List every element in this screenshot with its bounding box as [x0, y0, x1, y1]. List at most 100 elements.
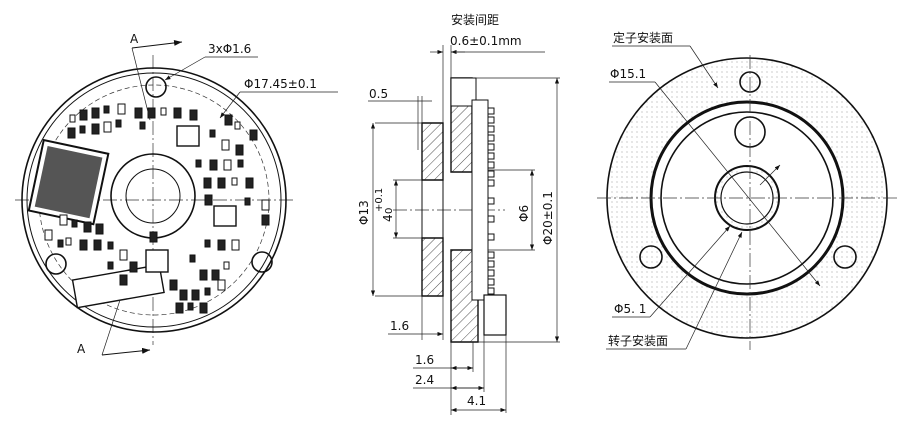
smd-component: [103, 105, 110, 114]
smd-component: [237, 159, 244, 168]
component-pins: [487, 107, 495, 295]
magnet-bore: [421, 179, 444, 239]
stator-view: 定子安装面 Φ15.1 Φ5. 1 转子安装面: [597, 30, 897, 350]
leader: [164, 56, 206, 81]
smd-component: [204, 239, 211, 248]
smd-component: [189, 109, 198, 121]
component-pin: [487, 197, 495, 205]
smd-component: [175, 302, 184, 314]
stator-label: 定子安装面: [613, 30, 673, 45]
smd-component: [224, 114, 233, 126]
smd-component: [189, 254, 196, 263]
smd-component: [134, 107, 143, 119]
smd-component: [149, 231, 158, 243]
component-pin: [487, 116, 495, 124]
connector: [71, 263, 165, 309]
component-pin: [487, 152, 495, 160]
section-arrow-bottom: [101, 347, 151, 356]
section-label-a-bottom: A: [77, 342, 86, 356]
smd-component: [91, 123, 100, 135]
smd-component: [119, 274, 128, 286]
smd-components: [44, 103, 270, 314]
smd-component: [244, 197, 251, 206]
section-view: 安装间距 0.6±0.1mm 0.5 Φ13 4 +0.1 0 Φ6 Φ20±0…: [357, 12, 560, 415]
mounting-hole: [251, 251, 273, 273]
dim-0-5: 0.5: [369, 87, 388, 101]
smd-component: [71, 219, 78, 228]
smd-component: [231, 239, 240, 251]
smd-component: [179, 289, 188, 301]
pcb-section: [471, 99, 489, 301]
smd-component: [231, 177, 238, 186]
smd-component: [249, 129, 258, 141]
leader: [685, 231, 743, 350]
component-pin: [487, 269, 495, 277]
sensor-chip: [145, 249, 169, 273]
smd-component: [79, 109, 88, 121]
smd-component: [160, 107, 167, 116]
dim-phi4-tol-upper: +0.1: [374, 188, 385, 212]
smd-component: [191, 289, 200, 301]
mounting-hole: [145, 76, 167, 98]
smd-component: [223, 159, 232, 171]
component-pin: [487, 233, 495, 241]
smd-component: [199, 269, 208, 281]
smd-component: [169, 279, 178, 291]
diameter-label: Φ17.45±0.1: [244, 77, 317, 91]
hub-inner: [125, 168, 181, 224]
magnet-lower: [421, 237, 444, 297]
smd-component: [57, 239, 64, 248]
smd-component: [217, 239, 226, 251]
smd-component: [95, 223, 104, 235]
smd-component: [234, 121, 241, 130]
dia-5-1: Φ5. 1: [614, 302, 646, 316]
smd-component: [139, 121, 146, 130]
dim-phi4: 4: [381, 214, 395, 222]
magnet-upper: [421, 122, 444, 181]
dim-phi20: Φ20±0.1: [541, 191, 555, 245]
smd-component: [69, 114, 76, 123]
smd-component: [209, 159, 218, 171]
smd-component: [107, 241, 114, 250]
smd-component: [217, 279, 226, 291]
smd-component: [217, 177, 226, 189]
smd-component: [245, 177, 254, 189]
smd-component: [79, 125, 86, 134]
smd-component: [223, 261, 230, 270]
gap-value: 0.6±0.1mm: [450, 34, 522, 48]
smd-component: [203, 177, 212, 189]
pcb-top-view: A A 3xΦ1.6 Φ17.45±0.1: [15, 32, 338, 356]
smd-component: [119, 249, 128, 261]
smd-component: [79, 239, 88, 251]
component-pin: [487, 278, 495, 286]
ic-chip: [27, 138, 110, 226]
component-pin: [487, 179, 495, 187]
smd-component: [209, 129, 216, 138]
component-pin: [487, 287, 495, 295]
pcb-edge-inner: [26, 72, 282, 328]
component-pin: [487, 143, 495, 151]
smd-component: [173, 107, 182, 119]
smd-component: [204, 194, 213, 206]
dim-1-6: 1.6: [415, 353, 434, 367]
smd-component: [235, 144, 244, 156]
smd-component: [211, 269, 220, 281]
smd-component: [261, 214, 270, 226]
holes-label: 3xΦ1.6: [208, 42, 251, 56]
smd-component: [129, 261, 138, 273]
component-pin: [487, 170, 495, 178]
dim-line: [759, 164, 781, 186]
smd-component: [261, 199, 270, 211]
smd-component: [204, 287, 211, 296]
smd-component: [221, 139, 230, 151]
component-pin: [487, 260, 495, 268]
mounting-hole: [833, 245, 857, 269]
connector-section: [483, 294, 507, 336]
sensor-chip: [176, 125, 200, 147]
smd-component: [199, 302, 208, 314]
rotor-label: 转子安装面: [608, 333, 668, 348]
component-pin: [487, 134, 495, 142]
dim-line: [649, 225, 731, 318]
dim-2-4: 2.4: [415, 373, 434, 387]
